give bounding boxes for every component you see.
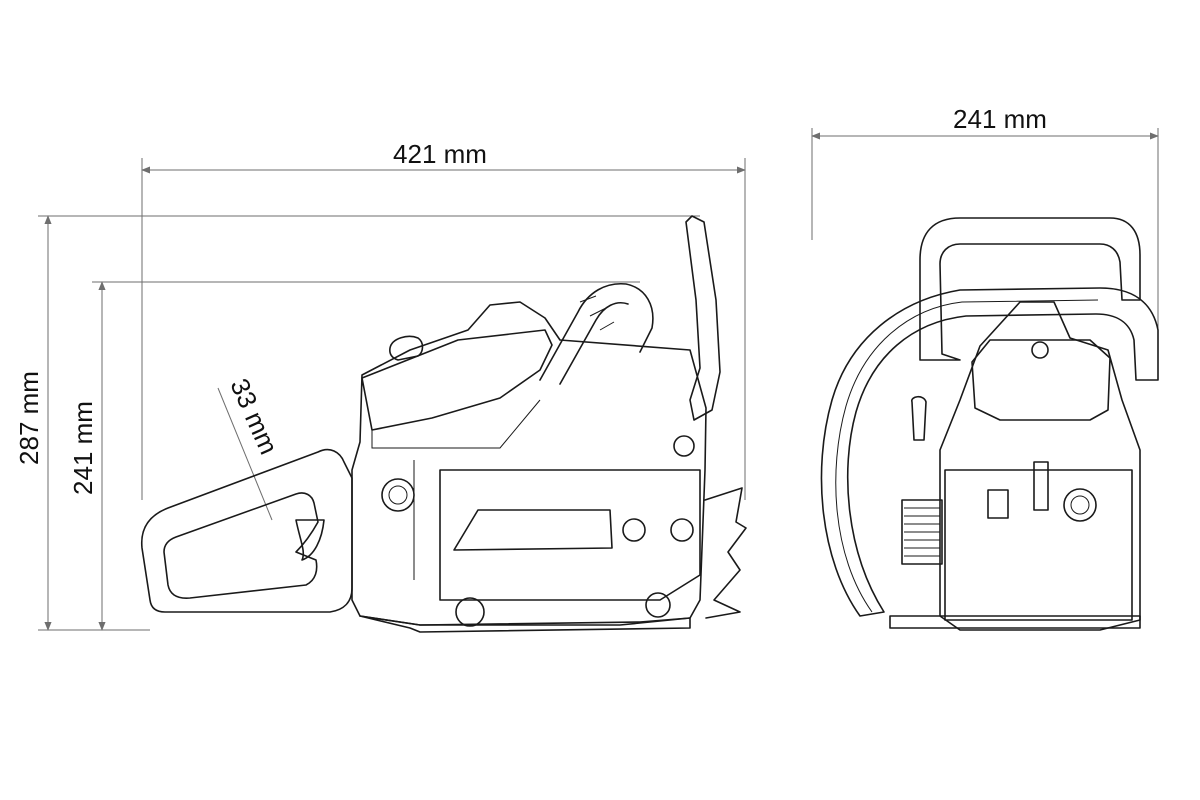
front-handle-bar [539,283,654,381]
grip-dimension-line [217,387,273,521]
cooling-fins [901,499,943,565]
starter-bolt [381,478,415,512]
grip-label: 33 mm [224,374,284,459]
front-engine-body [939,301,1141,631]
front-bolt [1063,488,1097,522]
base-plate [359,615,691,633]
length-label: 421 mm [393,139,487,169]
rear-handle-inner [163,492,319,599]
body-height-label: 241 mm [68,401,98,495]
chainsaw-front-view [820,217,1159,631]
front-cap [1031,341,1049,359]
total-height-label: 287 mm [14,371,44,465]
top-cover [361,329,553,431]
engine-body [351,301,707,626]
handle-grip-ribs [579,295,615,331]
front-bolt-inner [1070,495,1090,515]
width-label: 241 mm [953,104,1047,134]
side-view-dimensions: 421 mm 287 mm 241 mm 33 mm [14,139,746,631]
clutch-cover [439,469,701,601]
front-base [889,615,1141,629]
front-cover-panel [944,469,1133,621]
front-top-cover [971,339,1111,421]
bar-nut-2 [670,518,694,542]
choke-lever [911,395,927,441]
rear-handle [141,448,353,613]
front-hand-guard [919,217,1141,361]
bumper-spike [704,487,747,619]
chain-oil-window [1033,461,1049,511]
sprocket-bolt [645,592,671,618]
bar-nut-1 [622,518,646,542]
throttle-trigger [295,519,325,561]
tensioner-bolt [673,435,695,457]
fuel-cap [389,335,424,361]
hand-guard [685,215,721,421]
front-handle-bar-inner [559,302,629,385]
cover-seam [371,399,541,449]
starter-bolt-inner [388,485,408,505]
front-view-dimensions: 241 mm [811,104,1159,340]
cover-window [453,509,613,551]
front-handle-loop [820,287,1159,617]
chainsaw-side-view [141,215,747,633]
switch-icon [987,489,1009,519]
base-wheel [455,597,485,627]
handle-loop-rib [835,299,1099,613]
